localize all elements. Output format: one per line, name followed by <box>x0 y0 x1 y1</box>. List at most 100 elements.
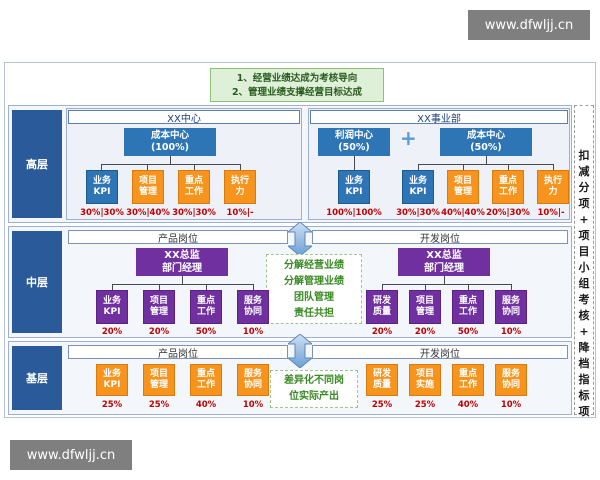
base-center-line-1: 差异化不同岗 <box>284 375 344 386</box>
double-arrow-icon <box>288 222 312 256</box>
mid-center-line-3: 团队管理 <box>294 292 334 303</box>
high-left-center: 成本中心 (100%) <box>124 128 216 156</box>
mid-right-pct-3: 50% <box>457 327 479 337</box>
right-note-char: + <box>579 213 589 226</box>
mid-left-kpi-2: 项目 管理 <box>143 290 175 324</box>
mid-right-pct-1: 20% <box>371 327 393 337</box>
base-right-pct-4: 10% <box>500 400 522 410</box>
mid-left-position: 产品岗位 <box>68 230 288 245</box>
base-right-kpi-1: 研发 质量 <box>366 364 398 396</box>
high-left-kpi-3: 重点 工作 <box>178 170 210 204</box>
right-note-char: 降 <box>578 341 590 354</box>
mid-center-line-4: 责任共担 <box>294 308 334 319</box>
base-right-pct-1: 25% <box>371 400 393 410</box>
base-right-kpi-3: 重点 工作 <box>452 364 484 396</box>
right-note-char: 目 <box>578 245 590 258</box>
high-right-kpi-1: 业务 KPI <box>402 170 434 204</box>
level-high-label: 高层 <box>12 110 62 218</box>
base-center-text: 差异化不同岗 位实际产出 <box>270 370 358 408</box>
diagram-frame <box>4 62 596 418</box>
high-left-kpi-1: 业务 KPI <box>86 170 118 204</box>
base-right-pct-3: 40% <box>457 400 479 410</box>
base-left-pct-2: 25% <box>148 400 170 410</box>
mid-left-kpi-3: 重点 工作 <box>190 290 222 324</box>
high-left-pct-1: 30%|30% <box>80 208 124 218</box>
right-note-text: 扣减分项+项目小组考核+降档指标项 <box>575 106 593 420</box>
header-box: 1、经营业绩达成为考核导向 2、管理业绩支撑经营目标达成 <box>210 68 384 102</box>
high-right-pct-4: 10%|- <box>537 208 565 218</box>
high-right-kpi-3: 重点 工作 <box>492 170 524 204</box>
base-left-pct-4: 10% <box>242 400 264 410</box>
mid-right-position: 开发岗位 <box>312 230 568 245</box>
base-left-kpi-1: 业务 KPI <box>96 364 128 396</box>
base-right-kpi-2: 项目 实施 <box>409 364 441 396</box>
mid-left-manager: XX总监 部门经理 <box>136 248 228 276</box>
right-note-char: 项 <box>578 197 590 210</box>
mid-center-text: 分解经营业绩 分解管理业绩 团队管理 责任共担 <box>266 254 362 324</box>
right-note-char: 考 <box>578 293 590 306</box>
mid-center-line-1: 分解经营业绩 <box>284 260 344 271</box>
high-right-pct-3: 20%|30% <box>486 208 530 218</box>
header-line-1: 1、经营业绩达成为考核导向 <box>236 73 358 84</box>
right-note-char: 核 <box>578 309 590 322</box>
base-right-kpi-4: 服务 协同 <box>495 364 527 396</box>
mid-right-pct-2: 20% <box>414 327 436 337</box>
right-note-char: 标 <box>578 389 590 402</box>
right-note-char: 减 <box>578 165 590 178</box>
high-right-a-pct: 100%|100% <box>326 208 382 218</box>
mid-left-kpi-1: 业务 KPI <box>96 290 128 324</box>
mid-left-pct-1: 20% <box>101 327 123 337</box>
level-mid-label: 中层 <box>12 231 62 333</box>
right-note-char: 指 <box>578 373 590 386</box>
high-left-pct-3: 30%|30% <box>172 208 216 218</box>
mid-center-line-2: 分解管理业绩 <box>284 276 344 287</box>
plus-sign: + <box>400 126 417 150</box>
mid-left-pct-4: 10% <box>242 327 264 337</box>
base-left-kpi-3: 重点 工作 <box>190 364 222 396</box>
mid-right-kpi-2: 项目 管理 <box>409 290 441 324</box>
double-arrow-icon <box>288 334 312 368</box>
high-right-title: XX事业部 <box>310 110 568 125</box>
right-note-char: 小 <box>578 261 590 274</box>
right-note-char: 分 <box>578 181 590 194</box>
base-right-pct-2: 25% <box>414 400 436 410</box>
high-right-kpi-4: 执行 力 <box>537 170 569 204</box>
right-note-box: 扣减分项+项目小组考核+降档指标项 <box>574 105 594 418</box>
watermark-bottom: www.dfwljj.cn <box>10 440 132 470</box>
right-note-char: 扣 <box>578 149 590 162</box>
header-line-2: 2、管理业绩支撑经营目标达成 <box>231 87 363 98</box>
right-note-char: 项 <box>578 405 590 418</box>
mid-right-pct-4: 10% <box>500 327 522 337</box>
base-center-line-2: 位实际产出 <box>289 391 339 402</box>
high-left-pct-2: 30%|40% <box>126 208 170 218</box>
high-left-pct-4: 10%|- <box>226 208 254 218</box>
watermark-top: www.dfwljj.cn <box>468 10 590 40</box>
base-left-pct-3: 40% <box>195 400 217 410</box>
base-left-kpi-4: 服务 协同 <box>237 364 269 396</box>
mid-left-pct-3: 50% <box>195 327 217 337</box>
high-right-pct-2: 40%|40% <box>441 208 485 218</box>
base-left-kpi-2: 项目 管理 <box>143 364 175 396</box>
right-note-char: 组 <box>578 277 590 290</box>
high-right-pct-1: 30%|30% <box>396 208 440 218</box>
high-right-center-a: 利润中心 (50%) <box>318 128 390 156</box>
mid-right-kpi-1: 研发 质量 <box>366 290 398 324</box>
high-right-center-b: 成本中心 (50%) <box>440 128 532 156</box>
base-left-pct-1: 25% <box>101 400 123 410</box>
right-note-char: 档 <box>578 357 590 370</box>
high-left-title: XX中心 <box>68 110 300 125</box>
mid-left-pct-2: 20% <box>148 327 170 337</box>
mid-right-kpi-4: 服务 协同 <box>495 290 527 324</box>
mid-right-kpi-3: 重点 工作 <box>452 290 484 324</box>
level-base-label: 基层 <box>12 346 62 410</box>
right-note-char: + <box>579 325 589 338</box>
high-left-kpi-4: 执行 力 <box>224 170 256 204</box>
right-note-char: 项 <box>578 229 590 242</box>
base-right-position: 开发岗位 <box>312 345 568 360</box>
high-left-kpi-2: 项目 管理 <box>132 170 164 204</box>
mid-left-kpi-4: 服务 协同 <box>237 290 269 324</box>
high-right-kpi-2: 项目 管理 <box>447 170 479 204</box>
base-left-position: 产品岗位 <box>68 345 288 360</box>
mid-right-manager: XX总监 部门经理 <box>398 248 490 276</box>
high-right-a-kpi: 业务 KPI <box>338 170 370 204</box>
